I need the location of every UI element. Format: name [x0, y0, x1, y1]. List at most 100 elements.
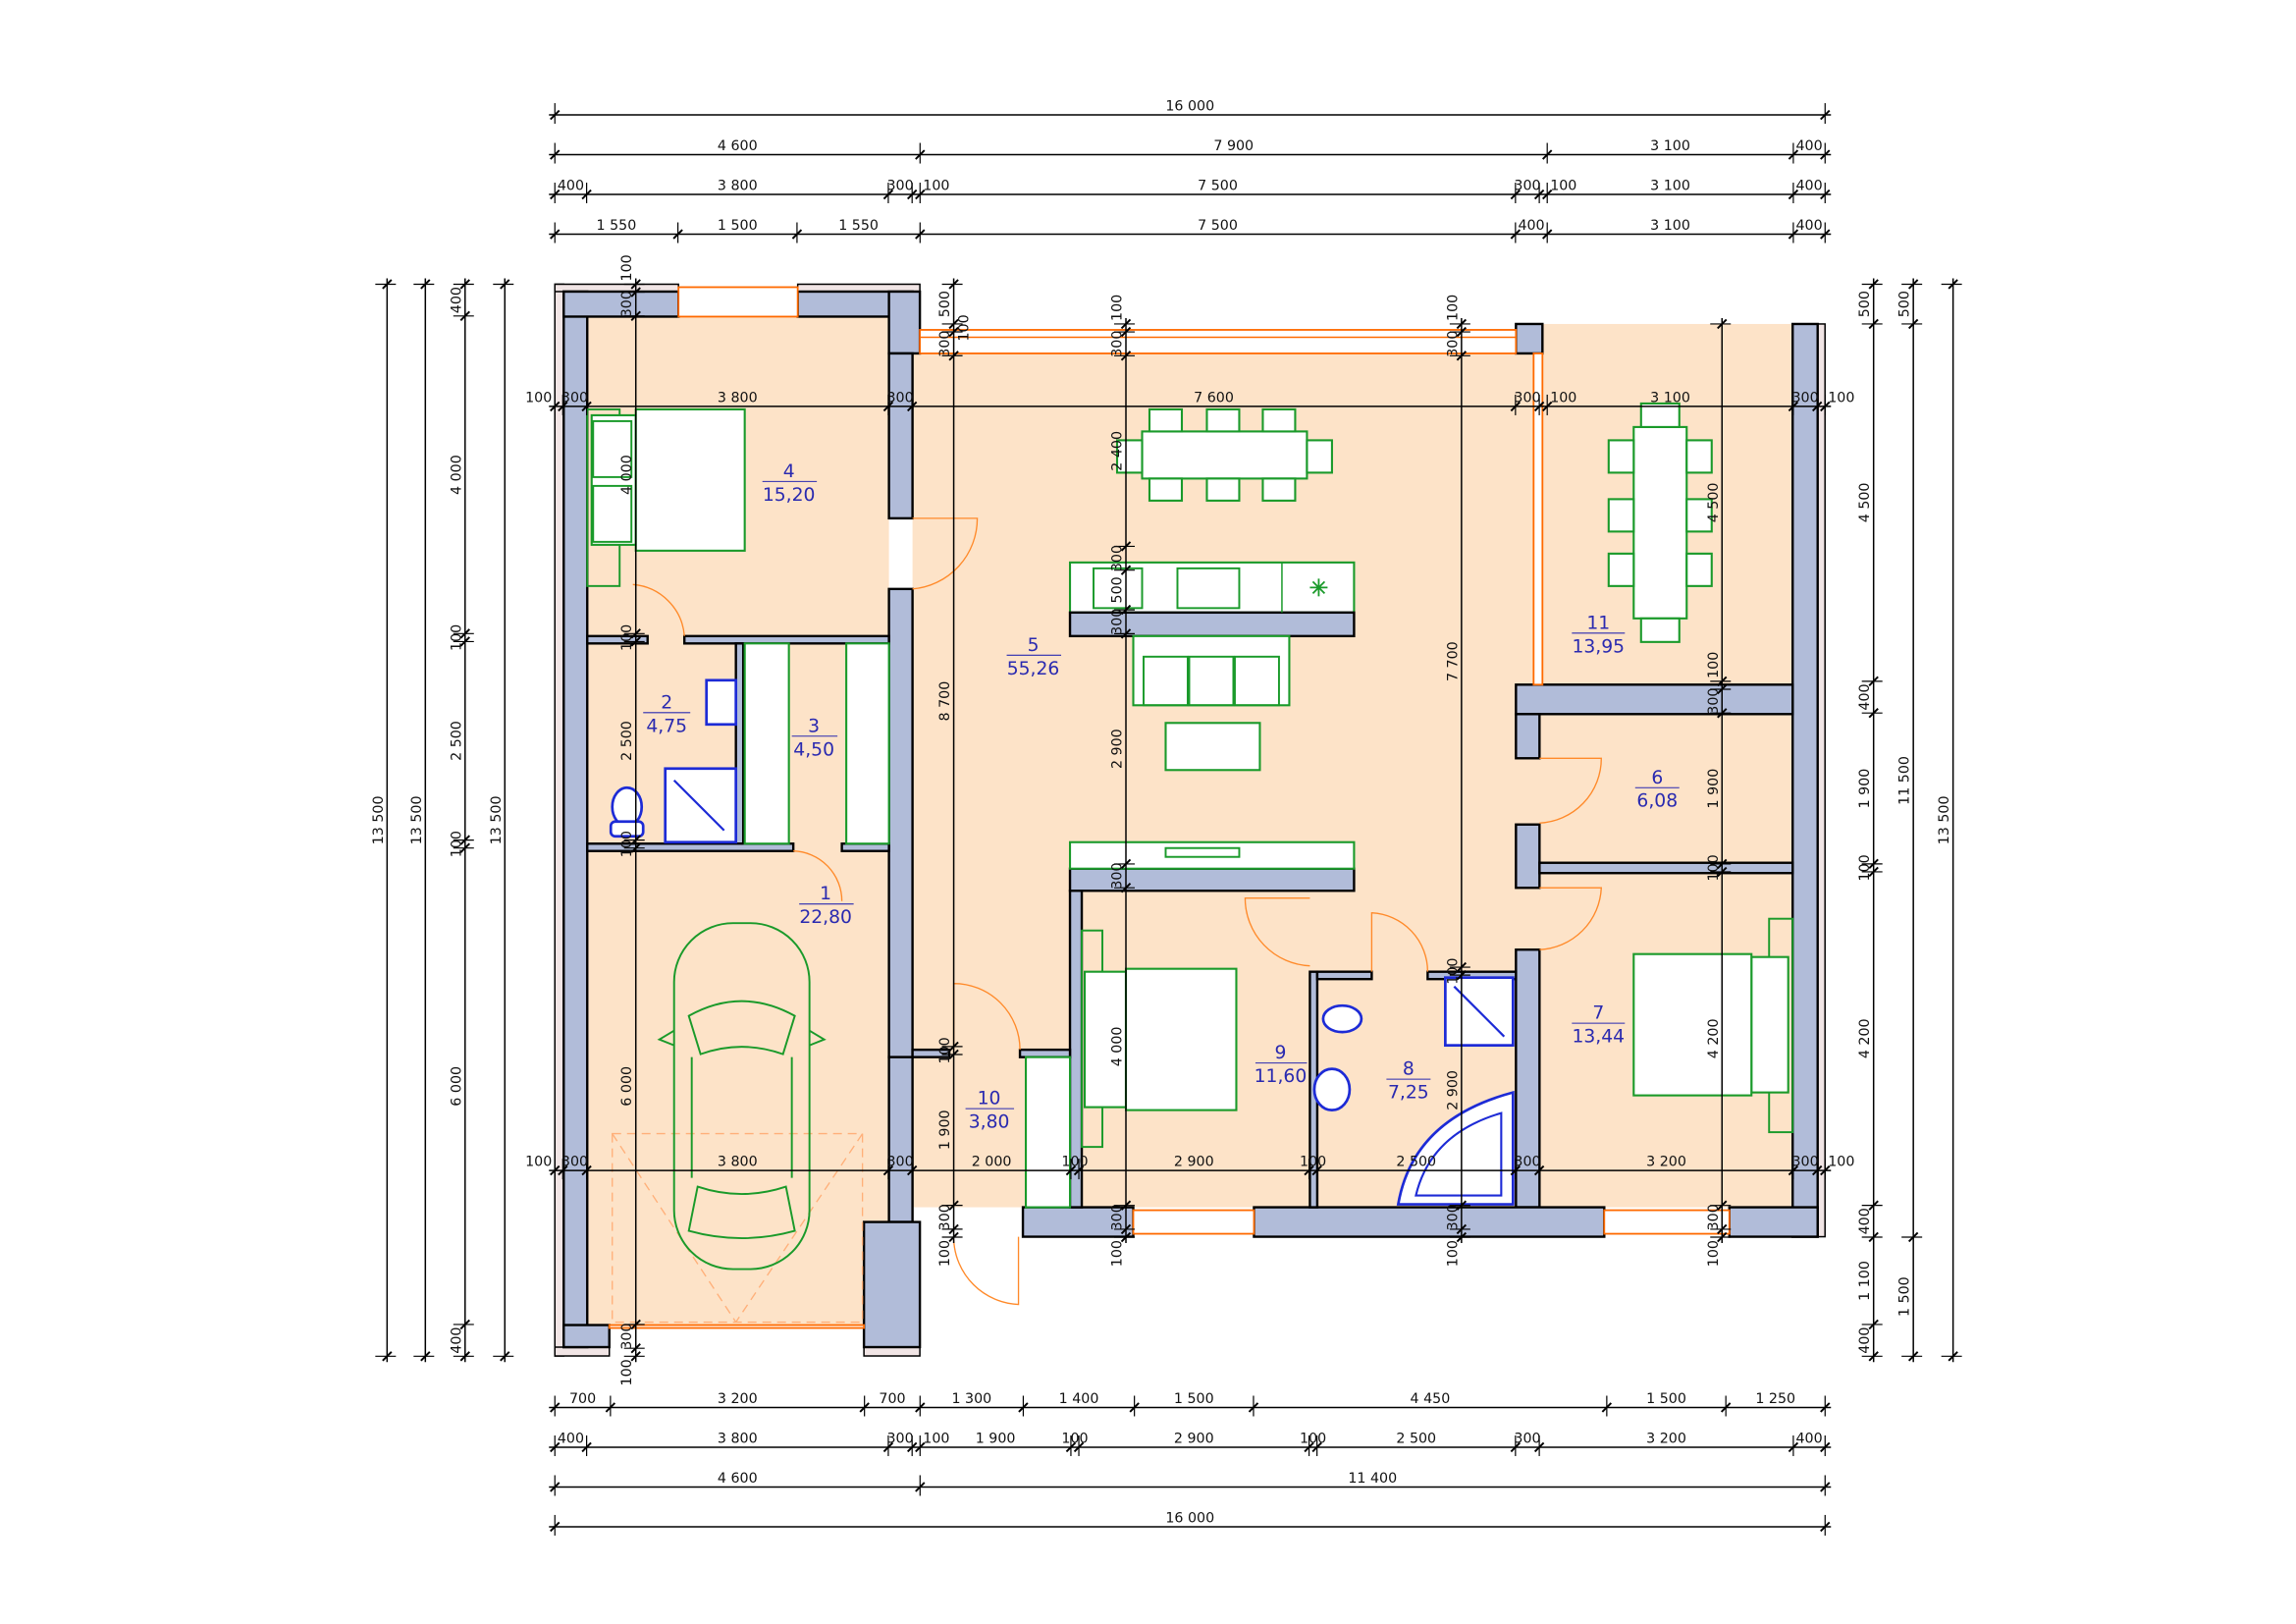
wardrobe-room3 — [743, 642, 890, 845]
dining-table-living — [1115, 407, 1333, 502]
dimension-tick — [459, 310, 470, 322]
dimension-label: 2 000 — [972, 1155, 1012, 1170]
door-bedroom4 — [912, 517, 979, 590]
dimension-label: 300 — [1110, 545, 1126, 571]
dimension-label: 3 800 — [718, 179, 758, 194]
room-label-2: 24,75 — [643, 692, 691, 736]
dimension-label: 4 600 — [718, 138, 758, 154]
dimension-tick — [630, 310, 641, 322]
dimension-tick — [915, 1482, 926, 1492]
dimension-label: 1 900 — [976, 1431, 1016, 1446]
dimension-tick — [1456, 351, 1468, 361]
dimension-label: 3 100 — [1650, 138, 1690, 154]
dimension-label: 400 — [1796, 1431, 1823, 1446]
dimension-tick — [420, 279, 431, 290]
dimension-tick — [1788, 401, 1799, 412]
dimension-chain: 13 500 — [371, 278, 397, 1363]
room-area: 13,95 — [1572, 636, 1625, 657]
dimension-label: 500 — [1897, 291, 1913, 317]
wardrobe-hall10 — [1025, 1056, 1072, 1209]
door-terrace-6 — [1539, 757, 1602, 824]
dimension-tick — [1948, 1351, 1958, 1362]
dimension-tick — [1120, 326, 1132, 338]
dimension-tick — [581, 401, 592, 412]
dimension-label: 100 — [1828, 1155, 1854, 1170]
wall-right — [1791, 322, 1819, 1238]
dimension-tick — [948, 1231, 959, 1243]
wall-bottom-c — [1728, 1206, 1819, 1238]
room-labels: 122,80 24,75 34,50 415,20 555,26 66,08 7… — [643, 461, 1680, 1133]
dimension-label: 400 — [449, 287, 464, 313]
wall-bottom-b — [1253, 1206, 1606, 1238]
dimension-label: 1 300 — [951, 1391, 991, 1407]
dimension-tick — [1717, 708, 1728, 719]
dimension-tick — [1868, 1351, 1879, 1362]
dimension-label: 300 — [1445, 331, 1461, 357]
dimension-tick — [1120, 351, 1132, 361]
window-bottom-7 — [1603, 1209, 1731, 1235]
dimension-tick — [1065, 1441, 1077, 1453]
dimension-tick — [1456, 961, 1468, 973]
dimension-tick — [1120, 628, 1132, 639]
dimension-tick — [1868, 279, 1879, 290]
dimension-tick — [1129, 1402, 1140, 1413]
dimension-tick — [459, 628, 470, 639]
dimension-label: 3 800 — [718, 390, 758, 406]
dimension-label: 4 000 — [449, 455, 464, 495]
room-label-7: 713,44 — [1572, 1003, 1626, 1048]
dimension-label: 11 500 — [1897, 756, 1913, 805]
room-label-5: 555,26 — [1006, 635, 1062, 679]
dimension-tick — [630, 636, 641, 647]
sink-icon — [705, 678, 738, 727]
dimension-tick — [459, 636, 470, 647]
dimension-label: 300 — [937, 1204, 953, 1230]
door-bathroom2 — [632, 583, 685, 636]
dimension-tick — [550, 109, 561, 121]
dimension-label: 3 100 — [1650, 218, 1690, 234]
dimension-label: 1 900 — [1857, 769, 1873, 809]
dimension-label: 100 — [1300, 1155, 1326, 1170]
dimension-chain: 16 000 — [549, 99, 1832, 125]
dimension-tick — [1510, 1164, 1522, 1176]
dimension-tick — [1907, 279, 1919, 290]
dimension-label: 100 — [449, 831, 464, 857]
dimension-tick — [1542, 149, 1553, 160]
dimension-tick — [1456, 1223, 1468, 1235]
dimension-label: 4 500 — [1857, 483, 1873, 523]
partition-2-garage — [586, 842, 795, 852]
dimension-tick — [420, 1351, 431, 1362]
dimension-tick — [1788, 149, 1799, 160]
dimension-tick — [382, 279, 393, 290]
door-hall10 — [952, 983, 1021, 1051]
room-area: 11,60 — [1255, 1066, 1308, 1087]
dimension-label: 100 — [1300, 1431, 1326, 1446]
dimension-label: 100 — [1110, 295, 1126, 321]
room-number: 4 — [783, 461, 795, 482]
dimension-label: 2 900 — [1174, 1431, 1214, 1446]
dimension-tick — [1907, 318, 1919, 330]
dimension-tick — [1510, 401, 1522, 412]
wall-10-top-l — [911, 1048, 951, 1058]
partition-4-3 — [683, 634, 890, 645]
dimension-tick — [581, 189, 592, 200]
dimension-tick — [1510, 229, 1522, 240]
dimension-tick — [1820, 401, 1831, 412]
dimension-label: 300 — [561, 390, 588, 406]
dimension-tick — [500, 279, 510, 290]
door-room9 — [1244, 897, 1310, 967]
dimension-label: 300 — [1445, 1204, 1461, 1230]
dimension-label: 6 000 — [449, 1066, 464, 1107]
dimension-label: 3 100 — [1650, 390, 1690, 406]
furniture — [586, 402, 1794, 1271]
dimension-tick — [672, 229, 683, 240]
room-area: 15,20 — [763, 485, 816, 506]
dimension-label: 400 — [1857, 1327, 1873, 1354]
insulation-garage-bottom-r — [863, 1346, 921, 1357]
window-garage-door — [608, 1324, 866, 1329]
